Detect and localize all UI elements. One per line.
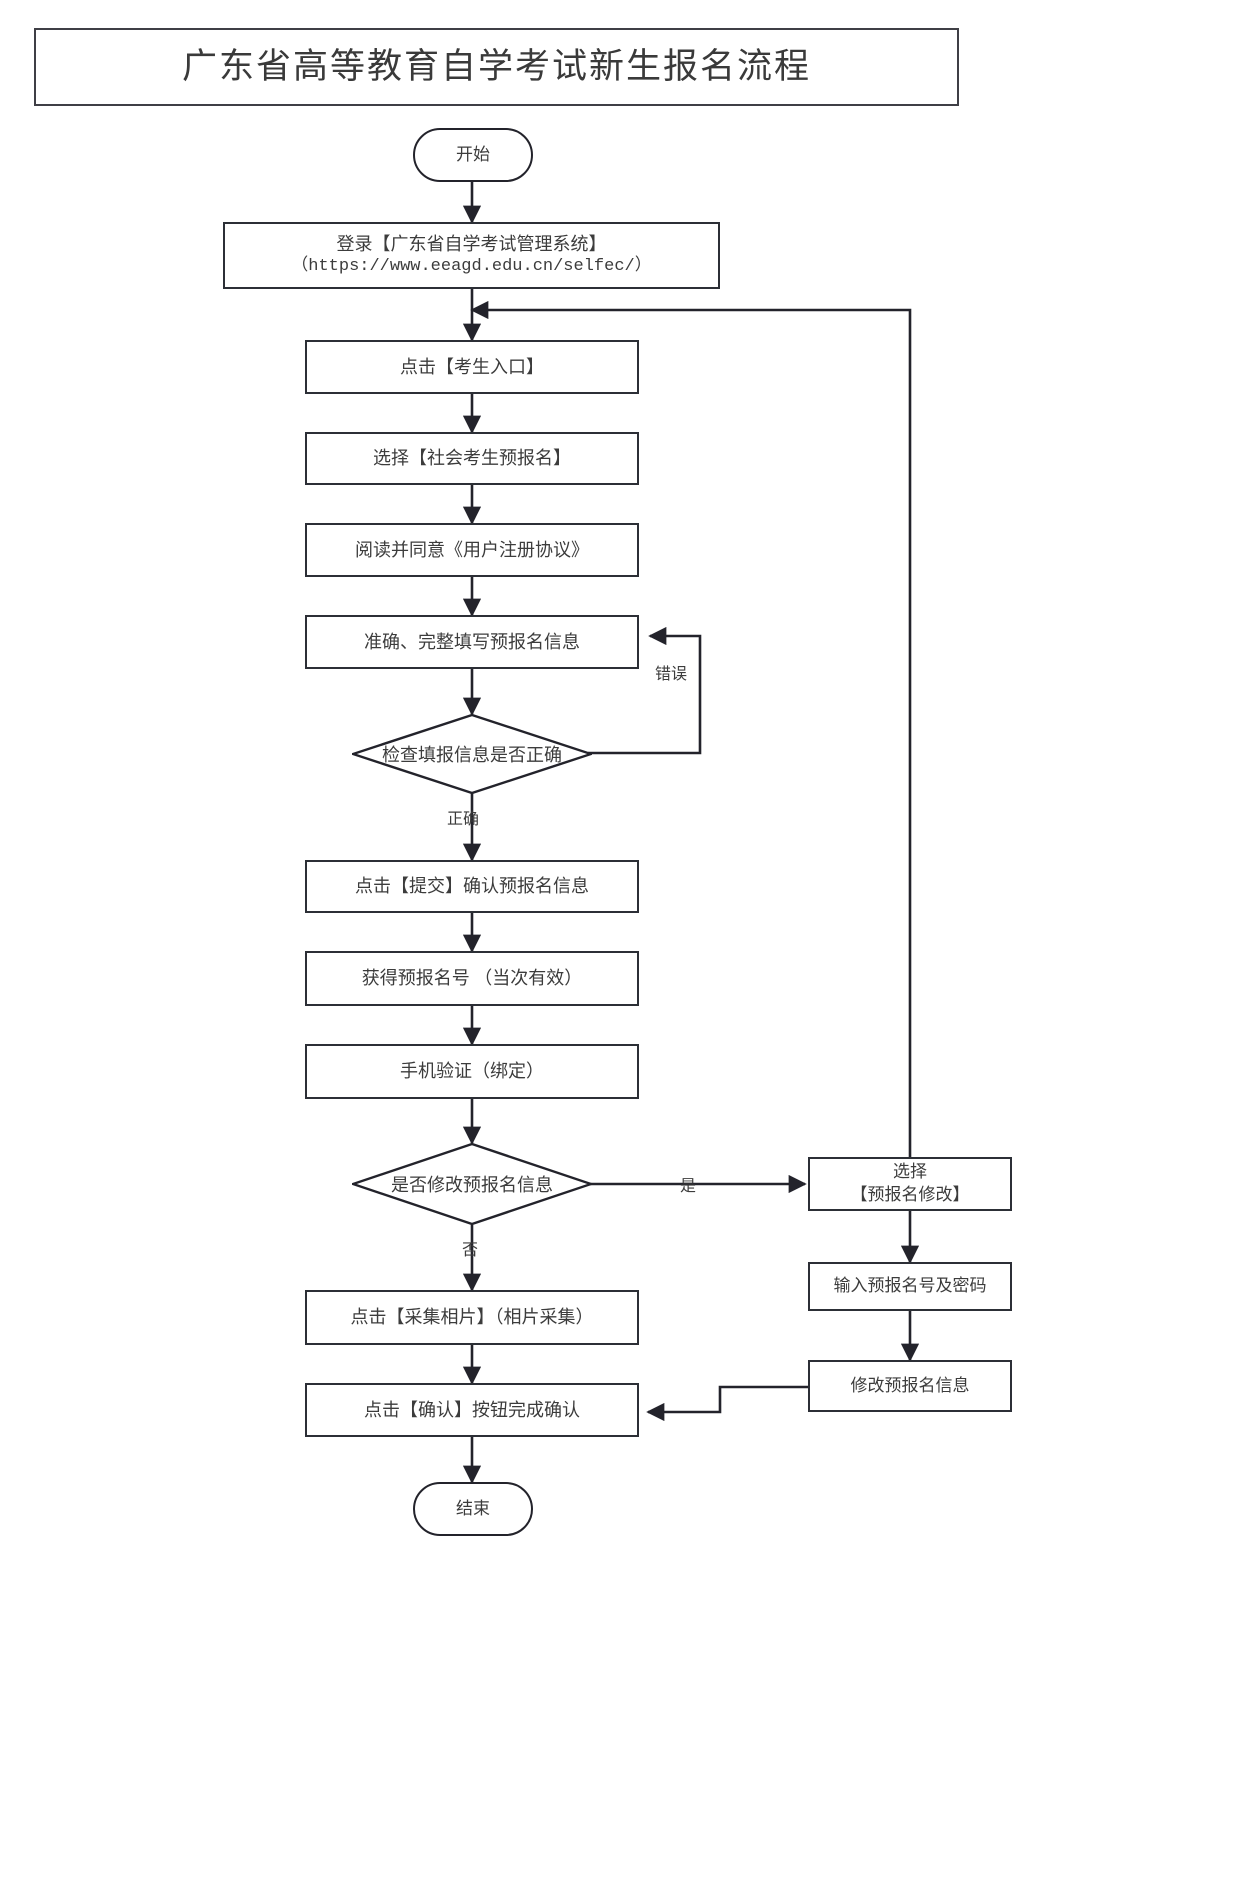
edge-label-correct: 正确 [447, 811, 480, 828]
node-phone-verification: 手机验证（绑定） [305, 1044, 639, 1099]
branch-select-line1: 选择 [893, 1162, 927, 1182]
node-read-agree-user-agreement: 阅读并同意《用户注册协议》 [305, 523, 639, 577]
node-select-social-pre-registration: 选择【社会考生预报名】 [305, 432, 639, 485]
branch-select-line2: 【预报名修改】 [850, 1185, 970, 1204]
node-decision-modify-info: 是否修改预报名信息 [352, 1143, 592, 1225]
node-modify-pre-registration-info: 修改预报名信息 [808, 1360, 1012, 1412]
node-click-candidate-entry: 点击【考生入口】 [305, 340, 639, 394]
login-title-line: 登录【广东省自学考试管理系统】 [336, 233, 607, 254]
node-login-system: 登录【广东省自学考试管理系统】 （https://www.eeagd.edu.c… [223, 222, 720, 289]
node-start: 开始 [413, 128, 533, 182]
node-end: 结束 [413, 1482, 533, 1536]
node-fill-pre-registration-info: 准确、完整填写预报名信息 [305, 615, 639, 669]
login-url-line: （https://www.eeagd.edu.cn/selfec/） [291, 257, 652, 277]
node-select-pre-registration-modify: 选择 【预报名修改】 [808, 1157, 1012, 1211]
edge-label-error: 错误 [655, 666, 688, 683]
edge-label-no: 否 [462, 1242, 479, 1259]
node-input-number-password: 输入预报名号及密码 [808, 1262, 1012, 1311]
node-decision-check-info: 检查填报信息是否正确 [352, 714, 592, 794]
node-submit-confirm-info: 点击【提交】确认预报名信息 [305, 860, 639, 913]
node-click-confirm-button: 点击【确认】按钮完成确认 [305, 1383, 639, 1437]
edge-label-yes: 是 [680, 1178, 697, 1195]
node-photo-collection: 点击【采集相片】（相片采集） [305, 1290, 639, 1345]
node-get-pre-registration-number: 获得预报名号 （当次有效） [305, 951, 639, 1006]
page-title: 广东省高等教育自学考试新生报名流程 [34, 28, 959, 106]
